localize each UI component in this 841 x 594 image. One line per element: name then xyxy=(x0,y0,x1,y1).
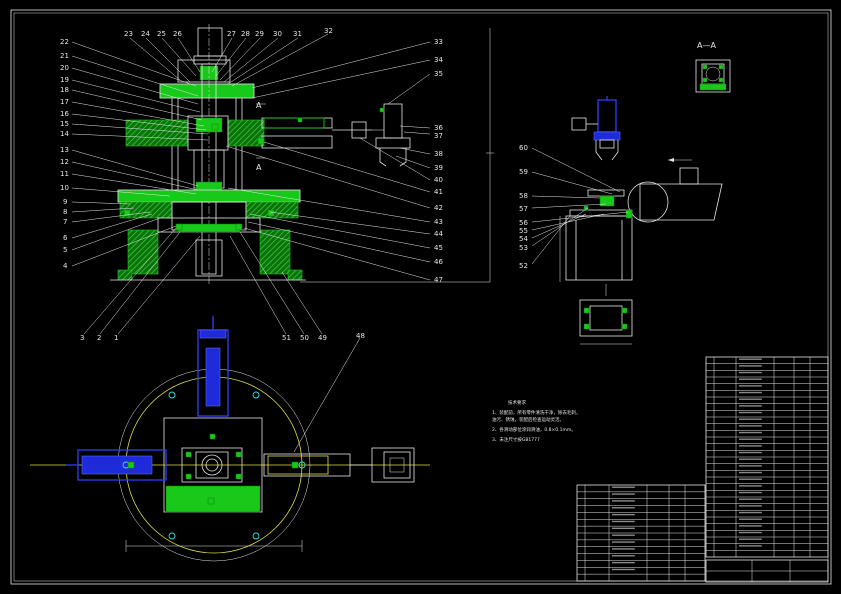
plan-view xyxy=(30,316,430,562)
callout: 6 xyxy=(63,234,68,242)
callout: 40 xyxy=(434,176,443,184)
callout: 2 xyxy=(97,334,101,342)
callout: 13 xyxy=(60,146,69,154)
callout: 55 xyxy=(519,227,528,235)
callout: 38 xyxy=(434,150,443,158)
callout: 3 xyxy=(80,334,84,342)
rotation-feed-view xyxy=(559,158,723,345)
section-mark-lower: A xyxy=(256,163,262,172)
tech-note: 3、未注尺寸按GB1777 xyxy=(492,436,540,443)
title-block xyxy=(705,559,829,583)
callout: 52 xyxy=(519,262,528,270)
callout: 16 xyxy=(60,110,69,118)
callout: 58 xyxy=(519,192,528,200)
callout: 39 xyxy=(434,164,443,172)
callout: 49 xyxy=(318,334,327,342)
callouts-top: 23 24 25 26 27 28 29 30 31 32 xyxy=(124,27,333,38)
callout: 10 xyxy=(60,184,69,192)
callouts-left: 22 21 20 19 18 17 16 15 14 13 12 11 10 9… xyxy=(60,38,69,270)
callouts-arm: 60 59 58 57 56 55 54 53 52 xyxy=(519,144,528,270)
callout: 1 xyxy=(114,334,118,342)
callout: 18 xyxy=(60,86,69,94)
callout: 26 xyxy=(173,30,182,38)
callout: 21 xyxy=(60,52,69,60)
callout: 32 xyxy=(324,27,333,35)
callout: 8 xyxy=(63,208,67,216)
drawing-inner-border xyxy=(13,12,829,582)
callout: 41 xyxy=(434,188,443,196)
callout: 30 xyxy=(273,30,282,38)
drawing-border xyxy=(10,9,832,585)
callout: 24 xyxy=(141,30,150,38)
callout: 45 xyxy=(434,244,443,252)
callout: 20 xyxy=(60,64,69,72)
callout: 27 xyxy=(227,30,236,38)
callout: 19 xyxy=(60,76,69,84)
section-a-a-view: A—A xyxy=(695,41,731,93)
callout: 34 xyxy=(434,56,443,64)
callouts-bottom: 3 2 1 51 50 49 xyxy=(80,334,327,342)
callout: 33 xyxy=(434,38,443,46)
callout: 22 xyxy=(60,38,69,46)
callout: 14 xyxy=(60,130,69,138)
callout: 36 xyxy=(434,124,443,132)
callout: 59 xyxy=(519,168,528,176)
leader-lines-main xyxy=(71,33,431,335)
callout: 31 xyxy=(293,30,302,38)
callout: 54 xyxy=(519,235,528,243)
callout: 50 xyxy=(300,334,309,342)
callout: 35 xyxy=(434,70,443,78)
parts-list-lower xyxy=(576,484,706,582)
callout: 5 xyxy=(63,246,67,254)
callout: 48 xyxy=(356,332,365,340)
callout: 56 xyxy=(519,219,528,227)
tech-note: 1、装配前，所有零件清洗干净，除去毛刺， xyxy=(492,409,580,416)
parts-list-upper xyxy=(705,356,829,558)
callout: 37 xyxy=(434,132,443,140)
callout: 60 xyxy=(519,144,528,152)
callout: 29 xyxy=(255,30,264,38)
callouts-right: 33 34 35 36 37 38 39 40 41 42 43 44 45 4… xyxy=(434,38,443,284)
section-label: A—A xyxy=(697,41,716,50)
technical-requirements: 技术要求 1、装配前，所有零件清洗干净，除去毛刺， 油污、锈蚀，装配后检查运动灵… xyxy=(492,399,580,443)
callout: 51 xyxy=(282,334,291,342)
leader-lines-arm xyxy=(531,147,629,265)
callout: 44 xyxy=(434,230,443,238)
tech-note: 2、各滑动部位涂润滑油，0.8×0.1mm。 xyxy=(492,426,576,433)
callout: 57 xyxy=(519,205,528,213)
callout: 11 xyxy=(60,170,69,178)
tech-note: 油污、锈蚀，装配后检查运动灵活。 xyxy=(492,416,564,423)
main-elevation-view xyxy=(110,24,494,285)
callout: 23 xyxy=(124,30,133,38)
section-mark-upper: A xyxy=(256,101,262,110)
callout: 12 xyxy=(60,158,69,166)
callout: 4 xyxy=(63,262,68,270)
callout: 28 xyxy=(241,30,250,38)
tech-note-title: 技术要求 xyxy=(508,399,526,406)
arm-gripper-view xyxy=(571,96,621,161)
callout: 47 xyxy=(434,276,443,284)
callout: 25 xyxy=(157,30,166,38)
callout: 7 xyxy=(63,218,67,226)
callout: 53 xyxy=(519,244,528,252)
callout: 42 xyxy=(434,204,443,212)
callout: 17 xyxy=(60,98,69,106)
callout: 15 xyxy=(60,120,69,128)
callout: 43 xyxy=(434,218,443,226)
callout: 9 xyxy=(63,198,67,206)
callout: 46 xyxy=(434,258,443,266)
